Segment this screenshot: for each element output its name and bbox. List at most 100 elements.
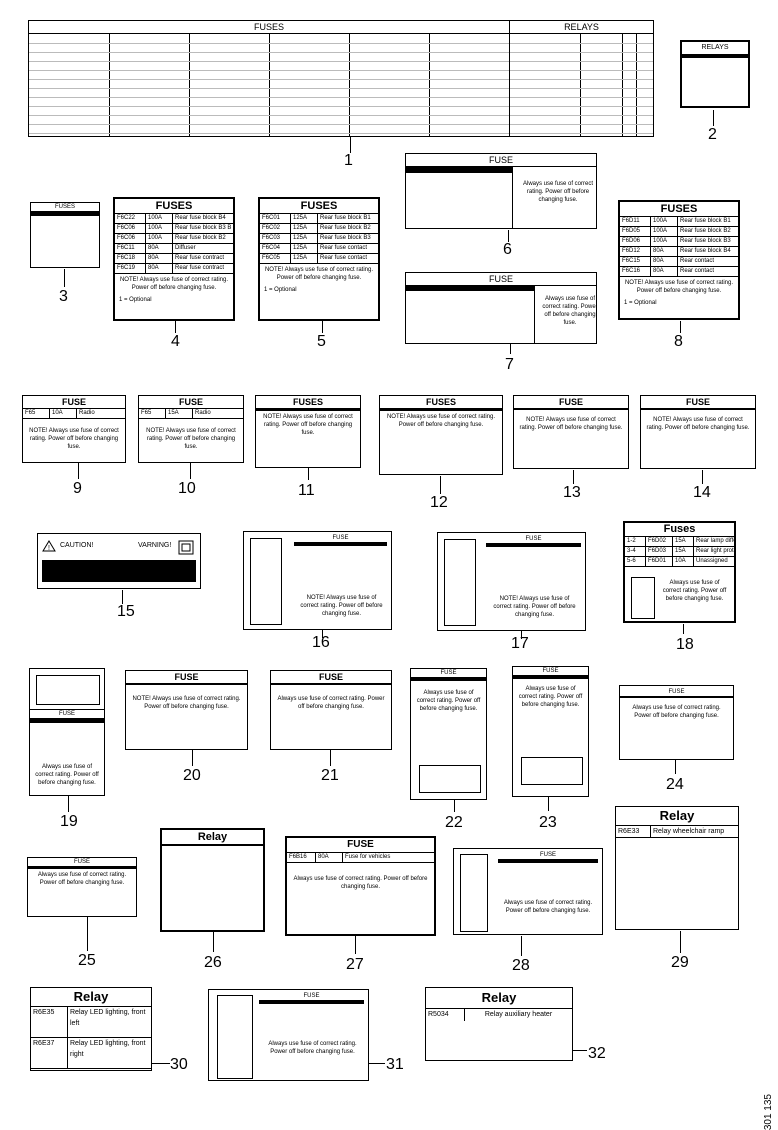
document-code: 301 135	[763, 1094, 774, 1130]
label-7-title: FUSE	[406, 273, 596, 286]
label18-code: F6D03	[646, 547, 673, 556]
callout-5: 5	[317, 333, 326, 350]
label8-code: F6D12	[620, 247, 651, 256]
label8-code: F6C15	[620, 257, 651, 266]
label-13-title: FUSE	[514, 396, 628, 409]
label4-desc: Rear fuse contract	[175, 255, 225, 261]
label-25-title: FUSE	[28, 858, 136, 867]
callout-32: 32	[588, 1045, 606, 1062]
label-14-title: FUSE	[641, 396, 755, 409]
label5-rating: 125A	[291, 234, 318, 243]
label-13-note: NOTE! Always use fuse of correct rating.…	[519, 417, 623, 431]
label-19-title: FUSE	[30, 709, 104, 719]
label5-code: F6C01	[260, 214, 291, 223]
label-23-note: Always use fuse of correct rating. Power…	[518, 686, 583, 708]
label-8-title: FUSES	[620, 202, 738, 217]
label-9-desc: Radio	[79, 410, 95, 416]
label5-rating: 125A	[291, 244, 318, 253]
label-11-note: NOTE! Always use fuse of correct rating.…	[263, 414, 353, 436]
label-10-desc: Radio	[195, 410, 211, 416]
label-17-fuse: FUSE NOTE! Always use fuse of correct ra…	[437, 532, 586, 631]
label4-rating: 80A	[146, 264, 173, 273]
label-10-title: FUSE	[139, 396, 243, 409]
label-16-fuse-holder-figure	[250, 538, 282, 625]
label8-desc: Rear fuse block B1	[680, 218, 731, 224]
label-21-note: Always use fuse of correct rating. Power…	[277, 696, 385, 710]
label-27-code: F6B16	[287, 853, 316, 862]
label-4-title: FUSES	[115, 199, 233, 214]
label5-code: F6C04	[260, 244, 291, 253]
label-24-note: Always use fuse of correct rating. Power…	[632, 705, 721, 719]
label-15-right-title: VARNING!	[138, 542, 172, 549]
label5-rating: 125A	[291, 254, 318, 263]
label30-code: R6E35	[31, 1007, 68, 1037]
label-22-fuse: FUSE Always use fuse of correct rating. …	[410, 668, 487, 800]
callout-11: 11	[298, 482, 315, 499]
label-1-relay-grid	[510, 34, 653, 136]
label4-rating: 100A	[146, 234, 173, 243]
label-1-fuse-grid	[29, 34, 509, 136]
label-27-title: FUSE	[287, 838, 434, 853]
label-28-title: FUSE	[498, 851, 598, 860]
label-7-fuse: FUSE Always use fuse of correct rating. …	[405, 272, 597, 344]
label-16-note: NOTE! Always use fuse of correct rating.…	[300, 595, 383, 617]
callout-28: 28	[512, 957, 530, 974]
label-28-fuse: FUSE Always use fuse of correct rating. …	[453, 848, 603, 935]
label8-desc: Rear contact	[680, 258, 715, 264]
label-28-fuse-holder-figure	[460, 854, 488, 932]
label-21-title: FUSE	[271, 671, 391, 684]
callout-13: 13	[563, 484, 581, 501]
label4-desc: Diffuser	[175, 245, 196, 251]
label18-pos: 1-2	[625, 537, 646, 546]
label-4-note: NOTE! Always use fuse of correct rating.…	[119, 277, 229, 291]
label-29-title: Relay	[616, 807, 738, 826]
callout-23: 23	[539, 814, 557, 831]
label-10-rating: 15A	[166, 409, 193, 418]
label-3-fuses: FUSES	[30, 202, 100, 268]
callout-6: 6	[503, 241, 512, 258]
callout-27: 27	[346, 956, 364, 973]
label-24-fuse: FUSE Always use fuse of correct rating. …	[619, 685, 734, 760]
label-32-code: R5034	[426, 1009, 465, 1021]
label18-code: F6D02	[646, 537, 673, 546]
callout-3: 3	[59, 288, 68, 305]
label-18-note: Always use fuse of correct rating. Power…	[662, 580, 727, 602]
label-1-fuses-title: FUSES	[29, 21, 509, 34]
label4-desc: Rear fuse block B4	[175, 215, 226, 221]
label-27-desc: Fuse for vehicles	[345, 854, 391, 860]
label-7-note: Always use fuse of correct rating. Power…	[542, 296, 597, 326]
label18-pos: 5-6	[625, 557, 646, 566]
label-16-title: FUSE	[294, 534, 387, 543]
label-23-title: FUSE	[513, 667, 588, 676]
label18-desc: Unassigned	[696, 558, 728, 564]
label8-code: F6C16	[620, 267, 651, 276]
label-30-title: Relay	[31, 988, 151, 1007]
label-3-title: FUSES	[31, 203, 99, 212]
label8-rating: 100A	[651, 227, 678, 236]
callout-24: 24	[666, 776, 684, 793]
label8-desc: Rear fuse block B3	[680, 238, 731, 244]
callout-15: 15	[117, 603, 135, 620]
label4-code: F6C11	[115, 244, 146, 253]
label-11-title: FUSES	[256, 396, 360, 409]
svg-text:!: !	[48, 545, 50, 552]
callout-30: 30	[170, 1056, 188, 1073]
label-23-fuse: FUSE Always use fuse of correct rating. …	[512, 666, 589, 797]
label5-rating: 125A	[291, 214, 318, 223]
label-15-text-band	[42, 560, 196, 582]
